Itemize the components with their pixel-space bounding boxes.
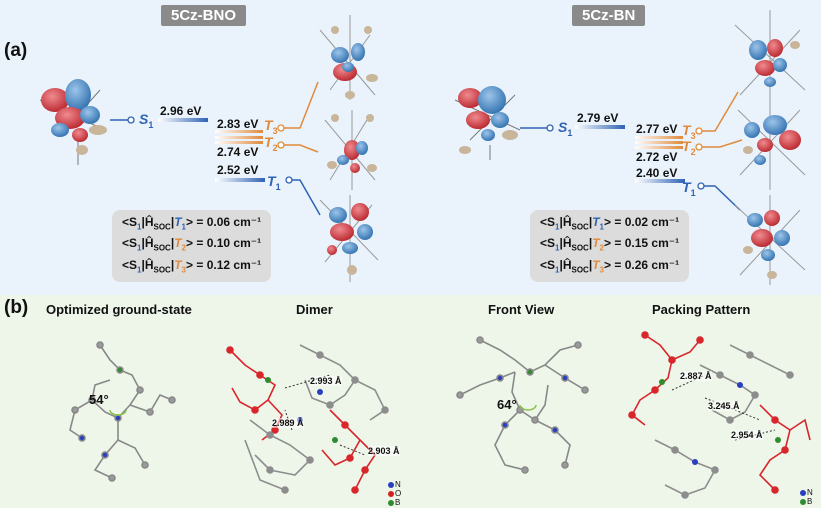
distance-dimer-1: 2.993 Å [310, 376, 342, 386]
distance-dimer-2: 2.989 Å [272, 418, 304, 428]
molecule-dimer [226, 344, 389, 494]
state-t1-right: T1 [682, 179, 696, 198]
state-t3-left: T3 [264, 117, 278, 136]
angle-ground: 54° [89, 392, 109, 407]
title-packing-pattern: Packing Pattern [652, 302, 751, 317]
title-front-view: Front View [488, 302, 555, 317]
panel-b [0, 295, 821, 508]
orbital-t3-right [734, 10, 806, 100]
soc-row-t2-left: <S1|ĤSOC|T2> = 0.10 cm⁻¹ [122, 236, 262, 253]
orbital-t1-left [319, 195, 379, 282]
molecule-front-view [456, 336, 589, 474]
state-s1-right: S1 [558, 119, 573, 138]
state-t1-left: T1 [267, 173, 281, 192]
energy-t2-right: 2.72 eV [636, 150, 678, 164]
legend-packing: N B [800, 488, 813, 506]
angle-arc-front [519, 404, 537, 411]
energy-t1-left: 2.52 eV [217, 163, 259, 177]
orbital-t3-left [319, 15, 378, 100]
distance-dimer-3: 2.903 Å [368, 446, 400, 456]
soc-row-t1-right: <S1|ĤSOC|T1> = 0.02 cm⁻¹ [540, 215, 680, 232]
orbital-t2-left [324, 110, 377, 190]
energy-t2-left: 2.74 eV [217, 145, 259, 159]
panel-b-label: (b) [4, 297, 29, 318]
energy-t3-left: 2.83 eV [217, 117, 259, 131]
orbital-s1-right [454, 86, 521, 160]
molecule-packing [628, 331, 811, 499]
orbital-t2-right [737, 100, 806, 190]
molecule-ground-state [69, 341, 176, 482]
angle-front: 64° [497, 397, 517, 412]
state-t2-left: T2 [264, 134, 278, 153]
distance-packing-2: 3.245 Å [708, 401, 740, 411]
legend-dimer: N O B [388, 480, 401, 507]
distance-packing-1: 2.887 Å [680, 371, 712, 381]
energy-t1-right: 2.40 eV [636, 166, 678, 180]
state-s1-left: S1 [139, 111, 154, 130]
soc-box-left: <S1|ĤSOC|T1> = 0.06 cm⁻¹ <S1|ĤSOC|T2> = … [112, 210, 272, 283]
state-t2-right: T2 [682, 138, 696, 157]
orbital-t1-right [734, 195, 806, 285]
title-5cz-bno: 5Cz-BNO [161, 5, 247, 26]
soc-box-right: <S1|ĤSOC|T1> = 0.02 cm⁻¹ <S1|ĤSOC|T2> = … [530, 210, 690, 283]
soc-row-t3-left: <S1|ĤSOC|T3> = 0.12 cm⁻¹ [122, 257, 262, 275]
soc-row-t2-right: <S1|ĤSOC|T2> = 0.15 cm⁻¹ [540, 236, 680, 253]
panel-a-label: (a) [4, 40, 28, 61]
title-5cz-bn: 5Cz-BN [572, 5, 646, 26]
energy-t3-right: 2.77 eV [636, 122, 678, 136]
state-t3-right: T3 [682, 122, 696, 141]
energy-s1-right: 2.79 eV [577, 111, 619, 125]
soc-row-t3-right: <S1|ĤSOC|T3> = 0.26 cm⁻¹ [540, 257, 680, 275]
distance-packing-3: 2.954 Å [731, 430, 763, 440]
orbital-s1-left [39, 79, 107, 165]
energy-s1-left: 2.96 eV [160, 104, 202, 118]
title-optimized-ground-state: Optimized ground-state [46, 302, 192, 317]
title-dimer: Dimer [296, 302, 333, 317]
angle-arc-ground [109, 409, 127, 416]
soc-row-t1-left: <S1|ĤSOC|T1> = 0.06 cm⁻¹ [122, 215, 262, 232]
